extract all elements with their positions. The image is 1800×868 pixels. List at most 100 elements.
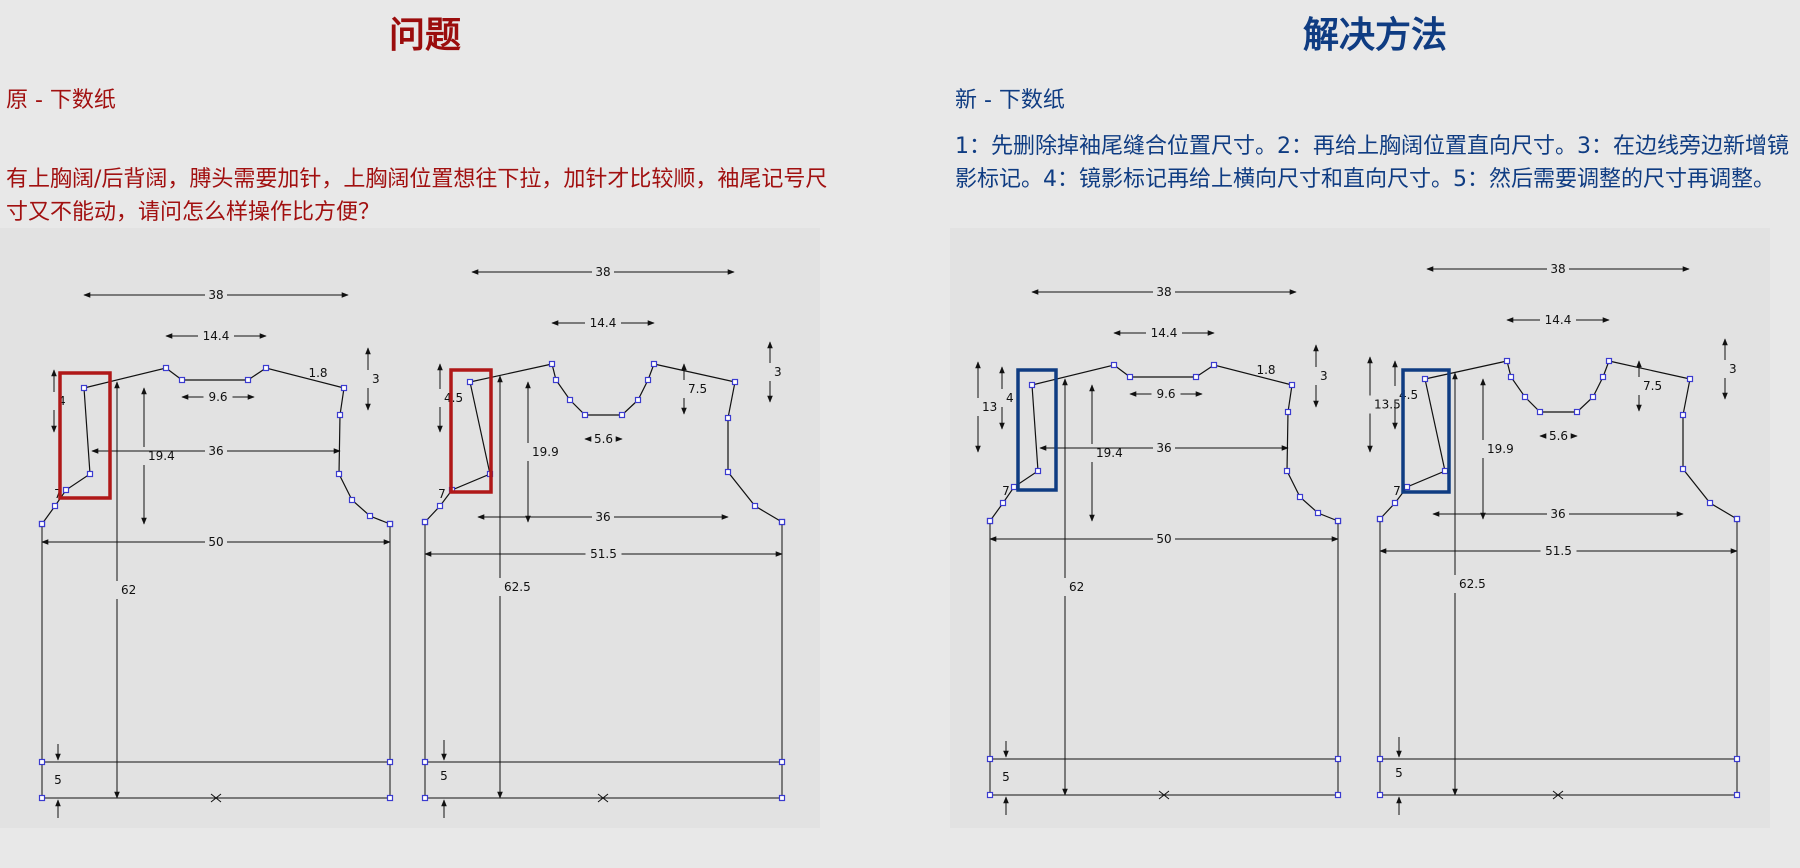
pattern-point: [336, 411, 344, 419]
dim-armhole-depth-label: 19.9: [1487, 442, 1514, 456]
new-pattern-panel: [950, 228, 1770, 828]
pattern-point: [348, 496, 356, 504]
pattern-point: [1536, 408, 1544, 416]
pattern-point: [1334, 755, 1342, 763]
pattern-point: [1334, 791, 1342, 799]
pattern-point: [1733, 791, 1741, 799]
pattern-point: [1376, 791, 1384, 799]
hem-center-mark: [1158, 790, 1170, 800]
pattern-point: [778, 758, 786, 766]
pattern-point: [644, 376, 652, 384]
pattern-point: [386, 758, 394, 766]
dim-right-drop-label: 3: [372, 372, 380, 386]
problem-title: 问题: [388, 15, 461, 56]
dim-shoulder-drop: 1.8: [308, 366, 327, 380]
pattern-point: [999, 499, 1007, 507]
dim-bottom-arm: 7: [438, 487, 446, 501]
dim-neck-top-label: 14.4: [1151, 326, 1178, 340]
hem-center-mark: [1552, 790, 1564, 800]
pattern-point: [1521, 393, 1529, 401]
pattern-point: [335, 470, 343, 478]
hem-center-mark: [597, 793, 609, 803]
pattern-point: [731, 378, 739, 386]
pattern-point: [1441, 467, 1449, 475]
pattern-point: [38, 758, 46, 766]
pattern-point: [724, 414, 732, 422]
pattern-point: [1126, 373, 1134, 381]
pattern-point: [1210, 361, 1218, 369]
pattern-point: [1034, 467, 1042, 475]
dim-hem-width-label: 50: [1156, 532, 1171, 546]
highlight-box: [1401, 368, 1451, 494]
pattern-point: [162, 364, 170, 372]
back-outline: [1379, 360, 1738, 520]
pattern-point: [724, 468, 732, 476]
pattern-point: [1679, 465, 1687, 473]
dim-width-top-label: 38: [208, 288, 223, 302]
dim-chest-label: 36: [1156, 441, 1171, 455]
pattern-point: [1679, 411, 1687, 419]
pattern-point: [80, 384, 88, 392]
pattern-point: [51, 502, 59, 510]
problem-subtitle: 原 - 下数纸: [6, 88, 116, 113]
pattern-point: [1376, 755, 1384, 763]
pattern-point: [386, 520, 394, 528]
pattern-point: [986, 755, 994, 763]
pattern-point: [1733, 515, 1741, 523]
pattern-point: [1391, 499, 1399, 507]
pattern-point: [436, 502, 444, 510]
pattern-point: [421, 794, 429, 802]
dim-hem-width-label: 50: [208, 535, 223, 549]
pattern-point: [340, 384, 348, 392]
dim-neck-top-label: 14.4: [203, 329, 230, 343]
pattern-point: [421, 518, 429, 526]
dim-right-drop-label: 3: [1320, 369, 1328, 383]
pattern-point: [366, 512, 374, 520]
pattern-point: [1507, 373, 1515, 381]
dim-length-label: 62: [121, 583, 136, 597]
pattern-point: [1314, 509, 1322, 517]
pattern-point: [178, 376, 186, 384]
dim-neck-depth-label: 7.5: [688, 382, 707, 396]
dim-width-top-label: 38: [1156, 285, 1171, 299]
dim-bottom-arm: 7: [1002, 484, 1010, 498]
pattern-point: [38, 520, 46, 528]
pattern-point: [1192, 373, 1200, 381]
pattern-point: [778, 794, 786, 802]
pattern-point: [1110, 361, 1118, 369]
problem-description: 有上胸阔/后背阔，膊头需要加针，上胸阔位置想往下拉，加针才比较顺，袖尾记号尺寸又…: [6, 167, 828, 225]
dim-neck-inner-label: 9.6: [1156, 387, 1175, 401]
pattern-point: [86, 470, 94, 478]
pattern-point: [1288, 381, 1296, 389]
dim-armhole-depth-label: 19.4: [148, 449, 175, 463]
pattern-point: [262, 364, 270, 372]
dim-hem-width-label: 51.5: [1545, 544, 1572, 558]
dim-upper-label: 13.5: [1374, 398, 1401, 412]
dim-hem-width-label: 51.5: [590, 547, 617, 561]
dim-shoulder-drop: 1.8: [1256, 363, 1275, 377]
pattern-point: [1706, 499, 1714, 507]
pattern-point: [1733, 755, 1741, 763]
original-pattern-panel: [0, 228, 820, 828]
pattern-point: [778, 518, 786, 526]
pattern-point: [634, 396, 642, 404]
dim-bottom-arm: 7: [54, 487, 62, 501]
back-outline: [424, 363, 783, 523]
pattern-point: [1403, 483, 1411, 491]
dim-rib: 5: [1002, 770, 1010, 784]
highlight-box: [1016, 368, 1058, 492]
solution-title: 解决方法: [1302, 15, 1447, 56]
pattern-point: [1503, 357, 1511, 365]
dim-length-label: 62.5: [504, 580, 531, 594]
highlight-box: [449, 368, 493, 494]
dim-upper-label: 13: [982, 400, 997, 414]
highlight-box: [58, 371, 112, 500]
dim-armhole-depth-label: 19.4: [1096, 446, 1123, 460]
pattern-point: [1283, 467, 1291, 475]
pattern-point: [1605, 357, 1613, 365]
pattern-point: [986, 791, 994, 799]
dim-neck-inner-label: 9.6: [208, 390, 227, 404]
dim-neck-depth-label: 7.5: [1643, 379, 1662, 393]
pattern-point: [1028, 381, 1036, 389]
pattern-point: [1589, 393, 1597, 401]
